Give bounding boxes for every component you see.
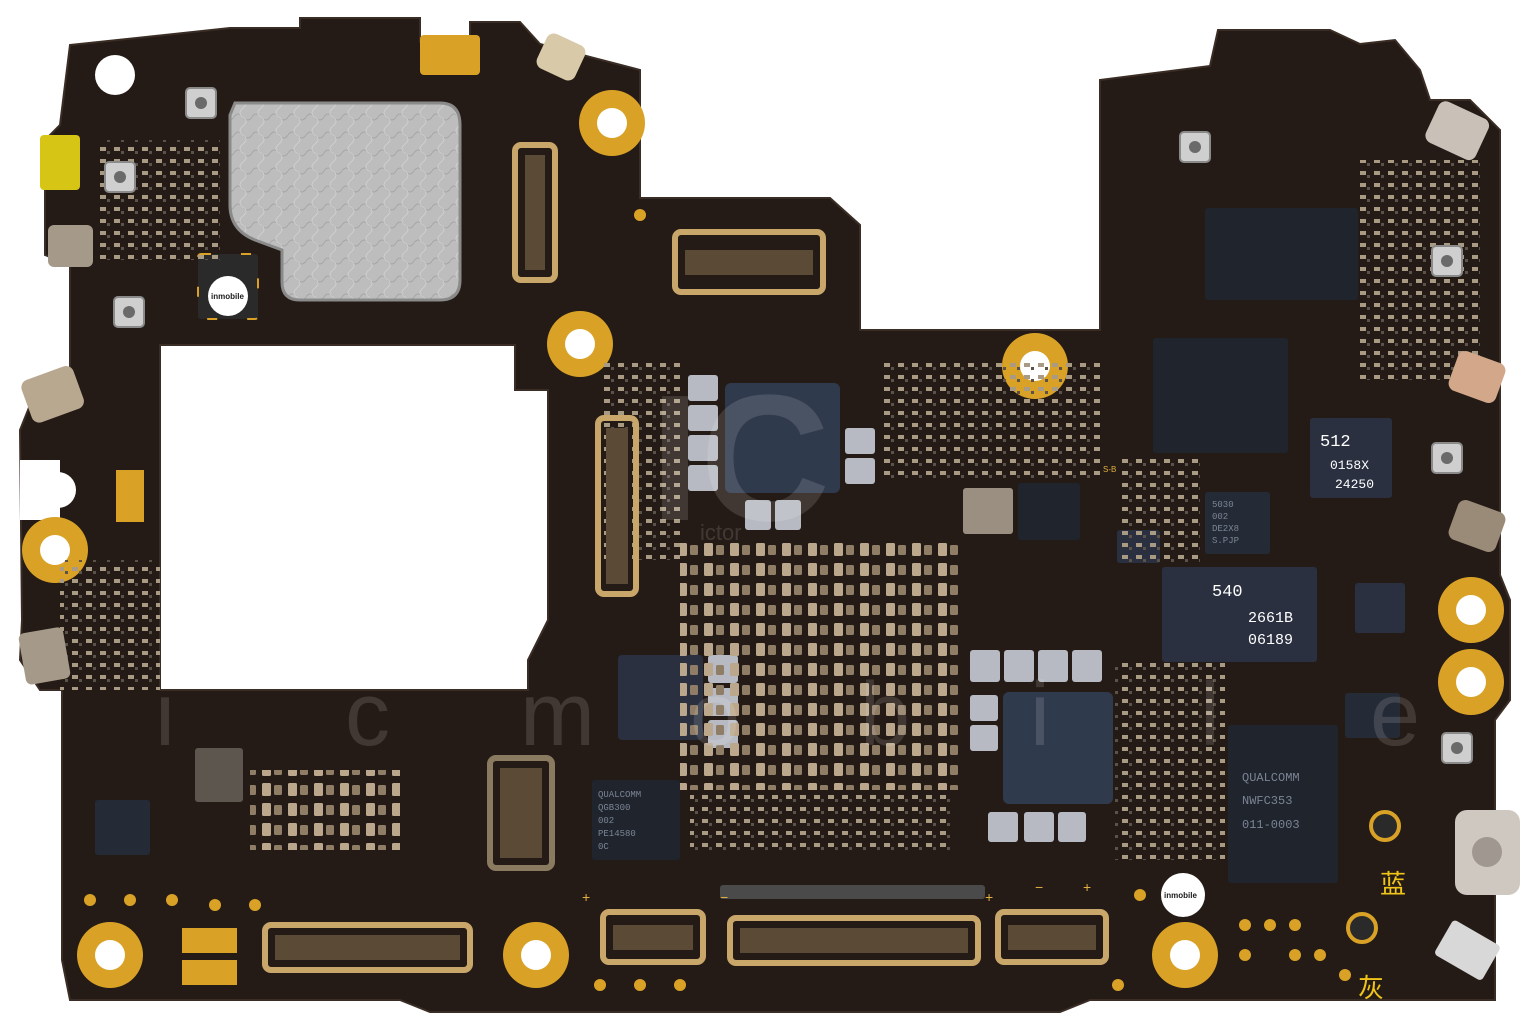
inmobile-logo: inmobile — [208, 276, 248, 316]
passive-field — [690, 790, 950, 850]
flex-strip — [720, 885, 985, 899]
svg-text:0C: 0C — [598, 842, 609, 852]
svg-text:2661B: 2661B — [1248, 610, 1293, 627]
svg-text:512: 512 — [1320, 433, 1351, 452]
watermark: IC ictor i c m o b i l e — [155, 358, 1420, 765]
plus-mark: + — [582, 889, 590, 905]
passive-field — [1115, 660, 1225, 860]
svg-text:i: i — [1030, 665, 1050, 765]
svg-text:5030: 5030 — [1212, 500, 1234, 510]
capacitor-field — [680, 540, 960, 790]
chip-512: 512 0158X 24250 — [1320, 433, 1374, 492]
svg-text:06189: 06189 — [1248, 632, 1293, 649]
svg-text:0158X: 0158X — [1330, 458, 1369, 473]
passive-field — [60, 560, 160, 690]
test-pads — [84, 209, 1351, 991]
svg-text:011-0003: 011-0003 — [1242, 818, 1300, 832]
silk-label: S-B — [1103, 465, 1116, 474]
connectors — [262, 142, 1109, 973]
ic-packages — [95, 208, 1405, 883]
svg-text:540: 540 — [1212, 583, 1243, 602]
inmobile-logo: inmobile — [1161, 873, 1205, 917]
svg-text:002: 002 — [598, 816, 614, 826]
svg-text:inmobile: inmobile — [1164, 891, 1197, 900]
plus-mark: + — [1083, 879, 1091, 895]
spring-contacts — [18, 33, 1520, 985]
chip-qualcomm-right: QUALCOMM NWFC353 011-0003 — [1242, 771, 1300, 832]
hole-top-left — [95, 55, 135, 95]
svg-text:24250: 24250 — [1335, 477, 1374, 492]
chip-5030: 5030 002 DE2X8 S.PJP — [1212, 500, 1239, 546]
plus-mark: + — [985, 889, 993, 905]
svg-text:i: i — [155, 665, 175, 765]
rf-connectors — [104, 87, 1473, 764]
chip-540: 540 2661B 06189 — [1212, 583, 1293, 649]
minus-mark: − — [1035, 879, 1043, 895]
svg-text:S.PJP: S.PJP — [1212, 536, 1239, 546]
svg-text:IC: IC — [650, 358, 830, 559]
svg-text:PE14580: PE14580 — [598, 829, 636, 839]
svg-text:m: m — [520, 665, 595, 765]
shield-can — [228, 101, 462, 302]
minus-mark: − — [720, 889, 728, 905]
board-cutout — [159, 344, 549, 691]
svg-text:ictor: ictor — [700, 520, 742, 545]
svg-text:NWFC353: NWFC353 — [1242, 794, 1292, 808]
passive-field — [1120, 455, 1200, 565]
connector-pins — [275, 155, 1096, 960]
svg-text:e: e — [1370, 665, 1420, 765]
svg-text:QUALCOMM: QUALCOMM — [1242, 771, 1300, 785]
rf-connector-centers — [114, 97, 1463, 754]
gray-label: 灰 — [1358, 974, 1384, 1004]
svg-text:o: o — [690, 665, 740, 765]
hole-left — [40, 472, 76, 508]
gold-coax — [1346, 810, 1401, 944]
svg-text:QGB300: QGB300 — [598, 803, 630, 813]
svg-text:l: l — [1200, 665, 1220, 765]
chip-qualcomm-left: QUALCOMM QGB300 002 PE14580 0C — [598, 790, 641, 852]
svg-text:inmobile: inmobile — [211, 292, 244, 301]
capacitor-field — [250, 770, 400, 850]
passive-field — [100, 140, 220, 260]
passive-field — [880, 360, 1100, 480]
blue-label: 蓝 — [1380, 870, 1406, 900]
svg-text:QUALCOMM: QUALCOMM — [598, 790, 641, 800]
svg-text:DE2X8: DE2X8 — [1212, 524, 1239, 534]
mounting-holes — [22, 90, 1504, 988]
svg-text:b: b — [860, 665, 910, 765]
svg-text:c: c — [345, 665, 390, 765]
svg-text:002: 002 — [1212, 512, 1228, 522]
